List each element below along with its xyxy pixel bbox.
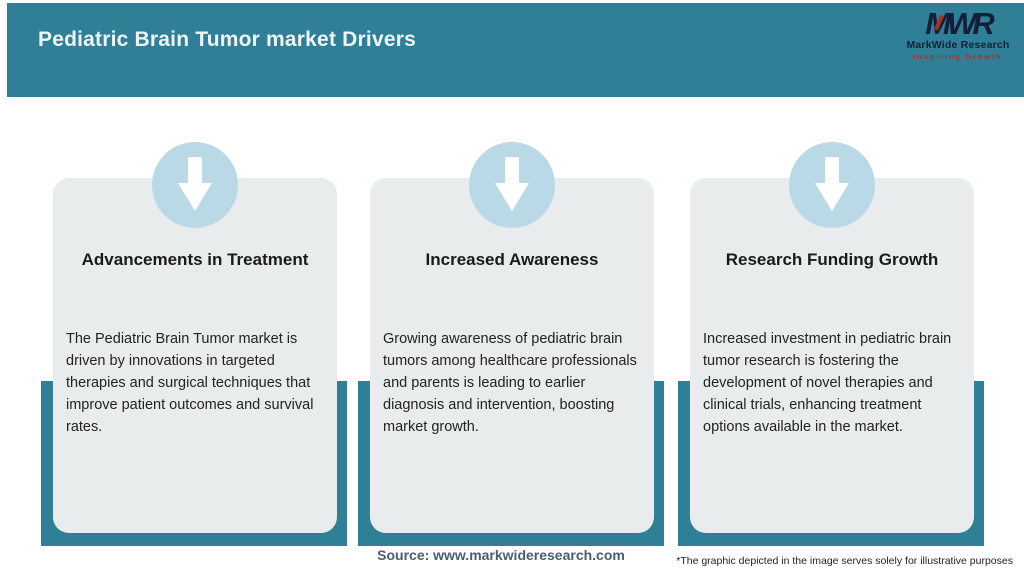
- down-arrow-icon: [495, 157, 529, 211]
- card-surface: [53, 178, 337, 533]
- page-title: Pediatric Brain Tumor market Drivers: [38, 28, 416, 51]
- source-text: Source: www.markwideresearch.com: [377, 547, 625, 563]
- arrow-circle: [152, 142, 238, 228]
- disclaimer-text: *The graphic depicted in the image serve…: [676, 555, 1013, 567]
- logo-tagline: Inspiring Growth: [913, 51, 1003, 61]
- driver-card-awareness: Increased Awareness Growing awareness of…: [358, 142, 664, 546]
- card-title: Advancements in Treatment: [81, 250, 309, 269]
- driver-card-advancements: Advancements in Treatment The Pediatric …: [41, 142, 347, 546]
- card-title: Research Funding Growth: [725, 250, 939, 269]
- header-bar: Pediatric Brain Tumor market Drivers MWR…: [7, 3, 1024, 97]
- card-surface: [370, 178, 654, 533]
- arrow-circle: [469, 142, 555, 228]
- card-body: Increased investment in pediatric brain …: [703, 331, 952, 435]
- logo-company-name: MarkWide Research: [906, 39, 1010, 51]
- card-title: Increased Awareness: [425, 250, 599, 269]
- card-body: Growing awareness of pediatric brain tum…: [383, 331, 637, 435]
- brand-logo: MWR MarkWide Research Inspiring Growth: [904, 8, 1012, 60]
- driver-card-funding: Research Funding Growth Increased invest…: [678, 142, 984, 546]
- arrow-circle: [789, 142, 875, 228]
- down-arrow-icon: [815, 157, 849, 211]
- card-body: The Pediatric Brain Tumor market is driv…: [66, 331, 314, 435]
- card-surface: [690, 178, 974, 533]
- down-arrow-icon: [178, 157, 212, 211]
